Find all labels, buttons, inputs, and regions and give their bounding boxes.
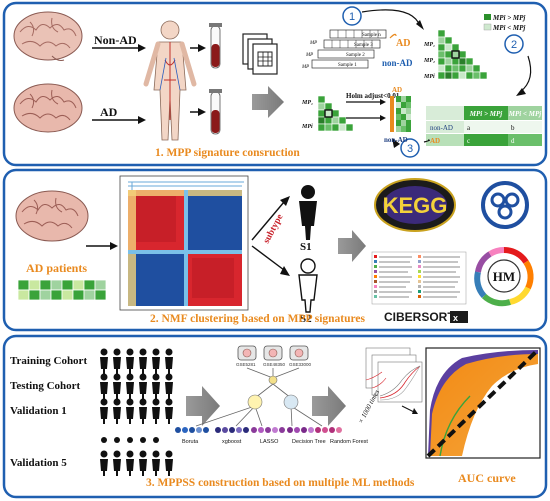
svg-text:Boruta: Boruta [182, 439, 199, 445]
svg-text:AD: AD [392, 86, 402, 94]
svg-text:MPi > MPj: MPi > MPj [469, 110, 502, 118]
ad-label: AD [100, 105, 118, 119]
holm-adjust-label: Holm adjust<0.01 [346, 92, 400, 100]
human-body-icon [143, 20, 197, 141]
svg-text:2: 2 [511, 39, 517, 51]
blood-tube-ad-icon [209, 89, 222, 135]
svg-text:LASSO: LASSO [260, 439, 279, 445]
svg-text:HM: HM [493, 269, 515, 284]
svg-text:b: b [511, 124, 515, 132]
svg-text:MP₁: MP₁ [301, 100, 313, 106]
s2-label: S2 [300, 313, 312, 325]
cibersort-x-icon: x [453, 313, 458, 323]
svg-text:Sample 1: Sample 1 [338, 63, 357, 68]
s1-label: S1 [300, 241, 312, 253]
legend-lt-swatch [483, 23, 492, 31]
svg-text:GSE48350: GSE48350 [263, 362, 286, 367]
panel-3-caption: 3. MPPSS construction based on multiple … [146, 477, 415, 489]
arrow-to-iteration [312, 386, 346, 426]
svg-text:non-AD: non-AD [430, 124, 453, 132]
svg-text:c: c [467, 137, 470, 145]
ml-method-labels: Boruta xgboost LASSO Decision Tree Rando… [182, 439, 368, 445]
testing-cohort-label: Testing Cohort [10, 380, 81, 392]
sample-stack: Sample n Sample 3 Sample 2 Sample 1 MP M… [301, 29, 387, 70]
svg-text:MPi: MPi [301, 124, 313, 130]
subtype-s2-person-icon [298, 258, 318, 313]
cibersort-label: CIBERSORT [384, 310, 455, 324]
filtered-matrix: MP₁ MPi [301, 95, 354, 132]
data-files-icon [242, 33, 278, 75]
svg-text:MP₁: MP₁ [423, 42, 435, 48]
non-ad-sample-tag: non-AD [382, 58, 413, 68]
panel-1-caption: 1. MPP signature consruction [155, 147, 300, 159]
signature-heatmap: AD non-AD [384, 86, 411, 144]
iteration-plots [365, 347, 423, 403]
svg-text:d: d [511, 137, 515, 145]
mpp-pair-matrix: MP₁ MP₂ MPi [423, 29, 488, 80]
svg-text:AD: AD [430, 137, 440, 145]
svg-text:xgboost: xgboost [222, 439, 242, 445]
svg-text:MP₂: MP₂ [423, 58, 435, 64]
kegg-logo-icon: KEGG [374, 178, 456, 232]
tree-root-node [268, 375, 278, 385]
ad-patients-label: AD patients [26, 261, 87, 275]
brain-non-ad-icon [13, 11, 83, 61]
svg-text:Sample 3: Sample 3 [354, 43, 373, 48]
svg-text:a: a [467, 124, 471, 132]
svg-text:Decision Tree: Decision Tree [292, 439, 326, 445]
subtype-s1-person-icon [299, 185, 317, 240]
step-1-badge: 1 [342, 6, 362, 26]
arrow-to-ranking [252, 86, 284, 118]
validation-1-label: Validation 1 [10, 405, 67, 417]
tree-node-left [247, 394, 263, 410]
arrow-to-ml [186, 386, 220, 426]
svg-text:1: 1 [349, 11, 355, 23]
validation-5-label: Validation 5 [10, 457, 67, 469]
brain-ad-patients-icon [15, 190, 89, 242]
cohort-people-icons [100, 348, 173, 476]
step-3-badge: 3 [400, 138, 420, 158]
svg-text:Sample 2: Sample 2 [346, 53, 365, 58]
brain-ad-icon [13, 83, 83, 133]
svg-text:MPi: MPi [423, 74, 435, 80]
arrow-to-enrichment [338, 230, 366, 262]
svg-text:MP: MP [301, 65, 309, 70]
svg-text:GSE33000: GSE33000 [289, 362, 312, 367]
dataset-icons: GSE5281 GSE48350 GSE33000 [236, 345, 312, 367]
panel-2-frame [2, 168, 548, 332]
legend-gt: MPi > MPj [492, 14, 525, 22]
legend-lt: MPi < MPj [492, 24, 525, 32]
training-cohort-label: Training Cohort [10, 355, 87, 367]
svg-text:MP: MP [305, 53, 313, 58]
ellipsis-dots [101, 437, 159, 443]
step-2-badge: 2 [504, 34, 524, 54]
svg-text:KEGG: KEGG [383, 193, 448, 218]
svg-text:MP: MP [309, 41, 317, 46]
non-ad-label: Non-AD [94, 33, 137, 47]
tree-node-right [283, 394, 299, 410]
svg-text:Sample n: Sample n [362, 33, 381, 38]
auc-curve-plot [425, 347, 541, 459]
svg-text:Random Forest: Random Forest [330, 439, 368, 445]
contingency-table: MPi > MPj MPi < MPj non-AD AD a b c d [426, 106, 542, 146]
svg-text:GSE5281: GSE5281 [236, 362, 256, 367]
svg-text:MPi < MPj: MPi < MPj [508, 110, 541, 118]
panel-2-caption: 2. NMF clustering based on MPP signature… [150, 313, 366, 325]
ml-method-beads [175, 427, 342, 433]
hallmark-logo-icon: HM [474, 246, 534, 307]
nmf-consensus-heatmap [119, 175, 249, 311]
legend-gt-swatch [484, 14, 491, 20]
svg-text:non-AD: non-AD [384, 136, 408, 144]
gsea-network-logo-icon [481, 181, 529, 229]
patient-matrix [17, 279, 107, 301]
svg-text:3: 3 [407, 143, 413, 155]
blood-tube-non-ad-icon [209, 23, 222, 69]
cibersort-legend [371, 251, 467, 305]
ad-sample-tag: AD [396, 38, 410, 49]
auc-curve-label: AUC curve [458, 471, 516, 485]
